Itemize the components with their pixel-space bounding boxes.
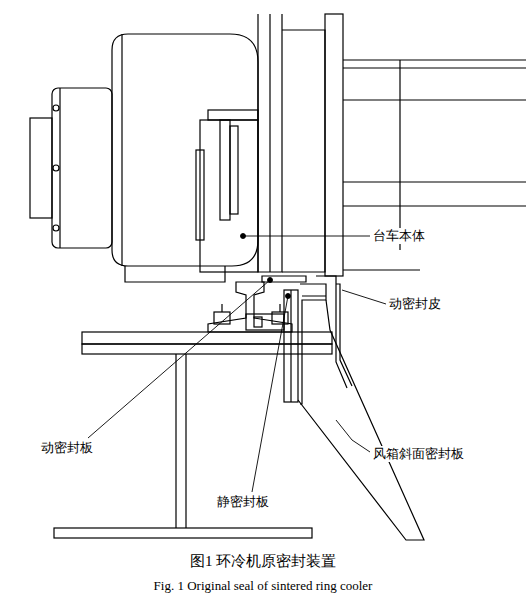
i-beam: [82, 344, 332, 354]
leader-lines: [88, 234, 386, 493]
dynamic-seal-plate: [262, 276, 306, 282]
part-label: 静密封板: [216, 494, 270, 510]
windbox-incline-plate: [300, 284, 326, 404]
wheel: [112, 34, 258, 266]
caption: 图1 环冷机原密封装置: [0, 552, 526, 571]
part-label: 风箱斜面密封板: [372, 446, 465, 462]
dynamic-seal-skin: [316, 276, 352, 388]
part-label: 台车本体: [372, 228, 426, 244]
trolley-column: [325, 14, 343, 276]
wheel-hub: [52, 88, 112, 248]
part-label: 动密封皮: [388, 296, 442, 312]
part-label: 动密封板: [40, 440, 94, 456]
caption-english: Fig. 1 Original seal of sintered ring co…: [0, 578, 526, 594]
trolley-body: [258, 14, 282, 272]
rail: [208, 282, 292, 332]
hub-cap: [30, 118, 52, 218]
base-plate: [82, 332, 332, 344]
bracket: [246, 314, 284, 330]
